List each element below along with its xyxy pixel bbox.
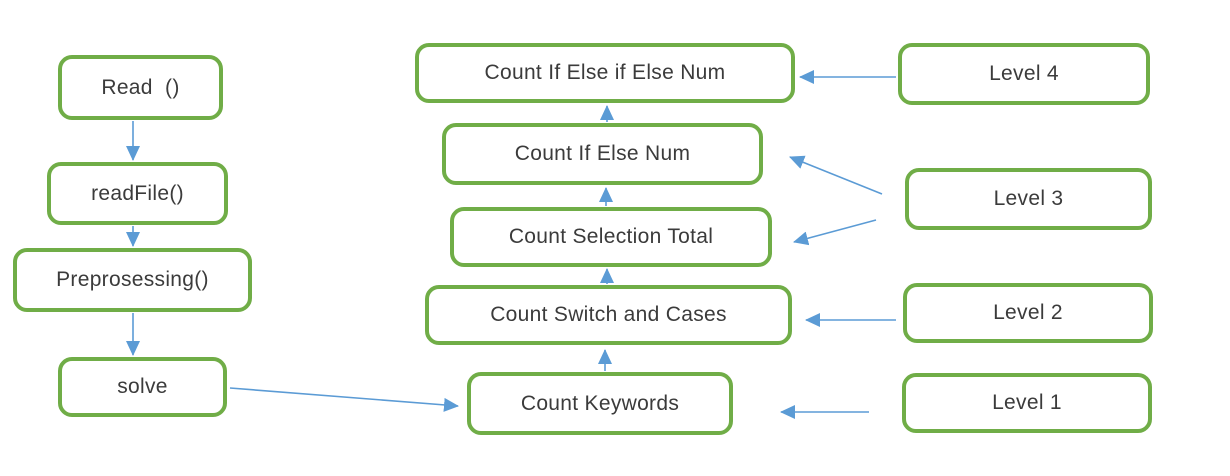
node-level-4: Level 4 [898, 43, 1150, 105]
node-level-1: Level 1 [902, 373, 1152, 433]
node-count-if-else-if-else-num: Count If Else if Else Num [415, 43, 795, 103]
node-count-if-else-num: Count If Else Num [442, 123, 763, 185]
node-solve: solve [58, 357, 227, 417]
node-count-keywords: Count Keywords [467, 372, 733, 435]
arrow-level3-to-ifelse [789, 155, 883, 195]
node-count-selection-total: Count Selection Total [450, 207, 772, 267]
node-level-2: Level 2 [903, 283, 1153, 343]
node-count-switch-and-cases: Count Switch and Cases [425, 285, 792, 345]
arrow-solve-to-count-keywords [229, 387, 459, 412]
node-level-3: Level 3 [905, 168, 1152, 230]
node-preprocessing: Preprosessing() [13, 248, 252, 312]
node-read: Read () [58, 55, 223, 120]
arrow-level3-to-selection [793, 219, 877, 246]
node-readfile: readFile() [47, 162, 228, 225]
